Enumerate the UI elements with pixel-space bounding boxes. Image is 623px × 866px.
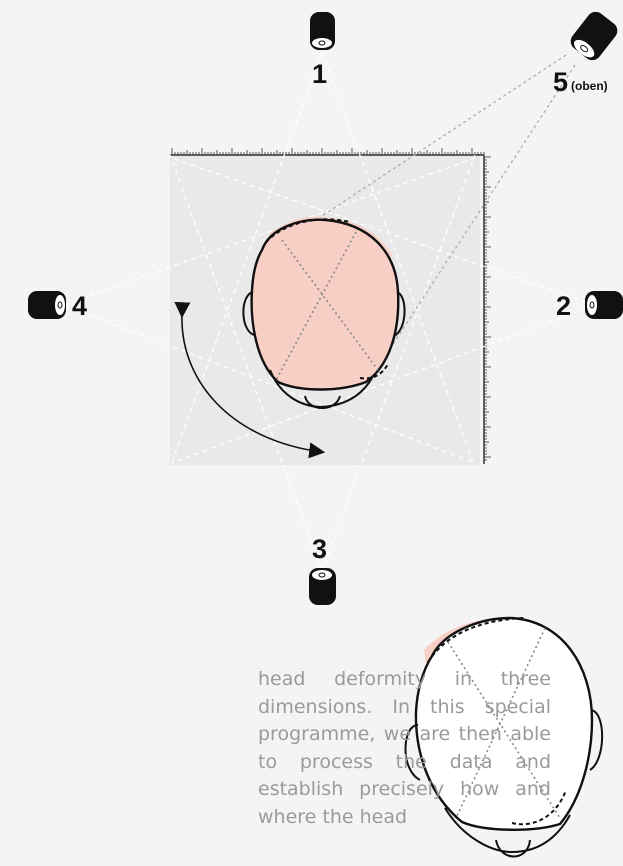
camera-3-label: 3 — [312, 534, 327, 564]
camera-5-label: 5 — [553, 67, 568, 97]
detail-nose — [496, 840, 530, 857]
camera-1-label: 1 — [312, 59, 327, 89]
camera-5-icon — [567, 8, 621, 64]
camera-3-icon — [309, 568, 336, 605]
camera-2-icon — [585, 291, 623, 319]
ruler-top — [170, 148, 484, 155]
skull-outline — [252, 220, 399, 390]
camera-4-label: 4 — [72, 291, 87, 321]
camera-2-label: 2 — [556, 291, 571, 321]
camera-4-icon — [28, 291, 66, 319]
ruler-right — [484, 155, 491, 464]
camera-5-sublabel: (oben) — [571, 79, 608, 93]
camera-1-icon — [310, 12, 335, 50]
body-paragraph: head deformity in three dimensions. In t… — [258, 666, 551, 831]
